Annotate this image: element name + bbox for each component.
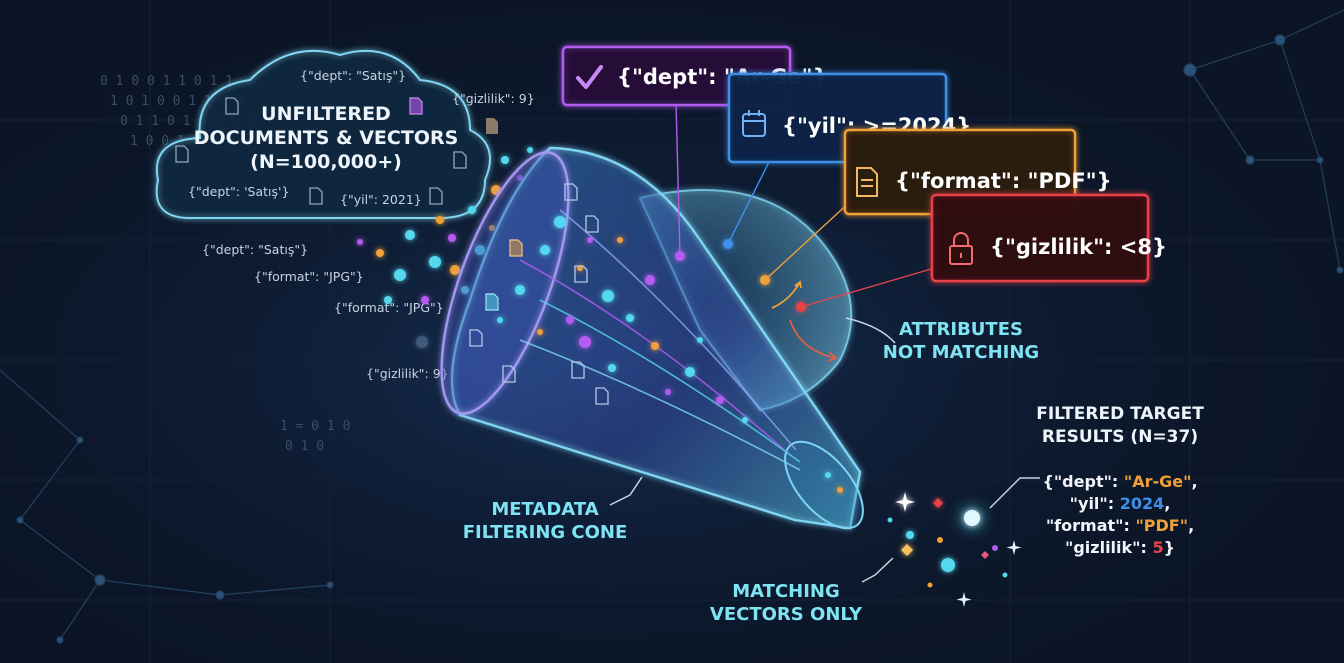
cloud-title-line-3: (N=100,000+) (250, 151, 402, 173)
document-icon (585, 215, 599, 233)
result-value-format: "PDF" (1135, 516, 1188, 535)
filtered-results-panel: FILTERED TARGET RESULTS (N=37) {"dept": … (989, 404, 1204, 557)
callout-attributes-not-matching: ATTRIBUTES NOT MATCHING (845, 317, 1039, 363)
callout-matching-line-1: MATCHING (732, 581, 840, 602)
result-line-format: "format": "PDF", (1046, 516, 1194, 535)
document-icon (309, 187, 323, 205)
document-icon (574, 265, 588, 283)
floating-tag-dept: {"dept": "Satış"} (202, 242, 308, 257)
result-value-dept: "Ar-Ge" (1124, 472, 1192, 491)
results-title-line-1: FILTERED TARGET (1036, 404, 1204, 424)
lock-icon (949, 232, 973, 265)
floating-tag-gizlilik: {"gizlilik": 9} (452, 91, 535, 106)
results-leader (989, 477, 1040, 509)
document-icon (409, 97, 423, 115)
callout-metadata-cone: METADATA FILTERING CONE (463, 476, 643, 543)
filter-chip-format-label: {"format": "PDF"} (895, 169, 1112, 193)
floating-tag-gizlilik-2: {"gizlilik": 9} (366, 366, 449, 381)
document-icon (571, 361, 585, 379)
document-icon (469, 329, 483, 347)
cloud-outline (155, 49, 491, 219)
filter-chip-gizlilik[interactable]: {"gizlilik": <8} (930, 193, 1167, 283)
callout-metadata-line-1: METADATA (491, 499, 598, 520)
cloud-title-line-1: UNFILTERED (261, 103, 391, 125)
document-icon (486, 118, 498, 134)
document-icon (595, 387, 609, 405)
callout-matching-vectors-leader (861, 557, 894, 583)
floating-tag-format-2: {"format": "JPG"} (334, 300, 444, 315)
cloud-tag-yil-2021: {"yil": 2021} (340, 192, 422, 207)
filter-connector-dots (675, 239, 806, 312)
result-line-dept: {"dept": "Ar-Ge", (1042, 472, 1197, 491)
floating-tags: {"gizlilik": 9} {"dept": "Satış"} {"form… (202, 91, 535, 381)
rejection-arrows (771, 280, 838, 362)
cone-mouth (440, 151, 570, 415)
cloud-title-line-2: DOCUMENTS & VECTORS (194, 127, 459, 149)
filter-connectors (675, 102, 946, 308)
result-line-yil: "yil": 2024, (1070, 494, 1171, 513)
result-value-gizlilik: 5 (1152, 538, 1163, 557)
document-icon (564, 183, 578, 201)
svg-text:0 1 0: 0 1 0 (285, 439, 324, 454)
network-decoration-right (1183, 9, 1344, 274)
callout-metadata-cone-leader (609, 476, 643, 506)
svg-text:1 = 0 1 0: 1 = 0 1 0 (280, 419, 350, 434)
results-title-line-2: RESULTS (N=37) (1042, 427, 1198, 447)
callout-matching-line-2: VECTORS ONLY (710, 604, 863, 625)
svg-text:0 1 0 0 1 1 0 1 1: 0 1 0 0 1 1 0 1 1 (100, 74, 233, 89)
metadata-filtering-cone (440, 146, 864, 530)
cloud-tag-dept-satis: {"dept": "Satış"} (300, 68, 406, 83)
callout-attributes-line-2: NOT MATCHING (883, 342, 1039, 363)
document-icon (429, 187, 443, 205)
document-icon (502, 365, 516, 383)
document-icon (509, 239, 523, 257)
cloud-tag-dept-satis-2: {"dept": 'Satış'} (188, 184, 289, 199)
result-line-gizlilik: "gizlilik": 5} (1065, 538, 1175, 557)
unfiltered-cloud: UNFILTERED DOCUMENTS & VECTORS (N=100,00… (155, 49, 498, 219)
network-decoration-left (0, 369, 334, 644)
document-icon (225, 97, 239, 115)
filter-chip-gizlilik-label: {"gizlilik": <8} (990, 235, 1167, 259)
document-icon (485, 293, 499, 311)
calendar-icon (742, 110, 766, 137)
filter-chip-gizlilik-frame (930, 193, 1150, 283)
floating-tag-format: {"format": "JPG"} (254, 269, 364, 284)
callout-attributes-line-1: ATTRIBUTES (899, 319, 1023, 340)
callout-attributes-not-matching-leader (845, 317, 896, 344)
cone-neck (784, 440, 864, 530)
callout-metadata-line-2: FILTERING CONE (463, 522, 628, 543)
matching-vectors-output (887, 492, 1022, 607)
document-icon (453, 151, 467, 169)
document-icon (175, 145, 189, 163)
callout-matching-vectors: MATCHING VECTORS ONLY (710, 557, 894, 625)
filter-chip-format[interactable]: {"format": "PDF"} (843, 128, 1112, 216)
check-icon (576, 65, 603, 89)
document-icon (856, 167, 878, 197)
result-value-yil: 2024 (1120, 494, 1165, 513)
